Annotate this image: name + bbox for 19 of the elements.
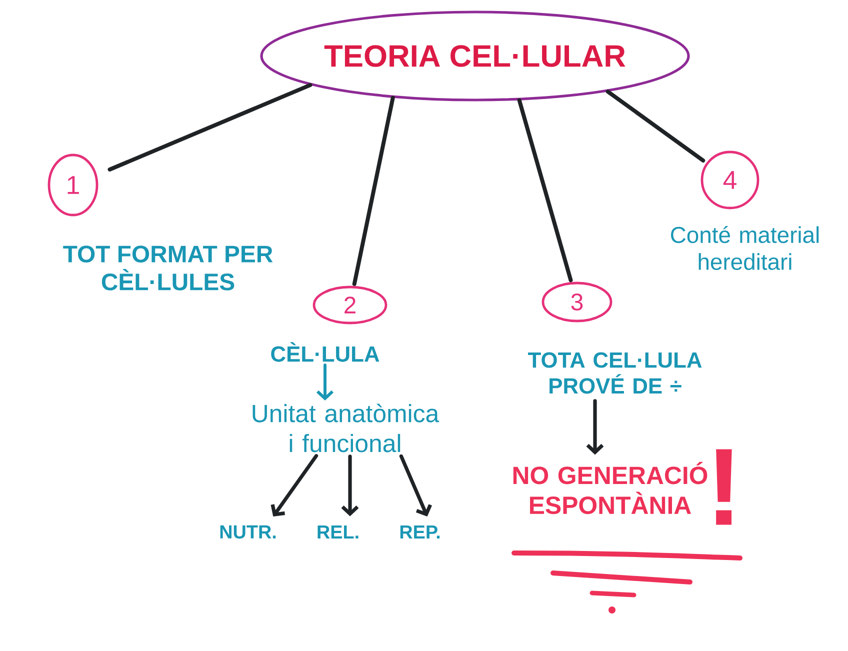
connector-line (517, 98, 573, 282)
description-text: Conté material hereditari (671, 226, 819, 270)
concept-text: TOTA CEL·LULA PROVÉ DE ÷ (528, 352, 702, 394)
connector-line (606, 90, 706, 163)
concept-text: CÈL·LULA (271, 342, 380, 362)
exclamation-mark: ! (716, 449, 732, 525)
concept-text: Unitat anatòmica i funcional (252, 404, 440, 452)
arrow (270, 454, 318, 517)
arrow (586, 399, 604, 455)
arrow (341, 454, 359, 516)
concept-text: NO GENERACIÓ ESPONTÀNIA (513, 462, 708, 514)
concept-text: REL. (318, 526, 358, 538)
arrow (316, 364, 334, 401)
description-text: TOT FORMAT PER CÈL·LULES (63, 246, 273, 290)
connector-line (352, 96, 395, 286)
concept-text: NUTR. (220, 525, 276, 539)
arrow (399, 454, 432, 516)
connector-line (108, 83, 312, 172)
concept-text: REP. (400, 526, 440, 538)
